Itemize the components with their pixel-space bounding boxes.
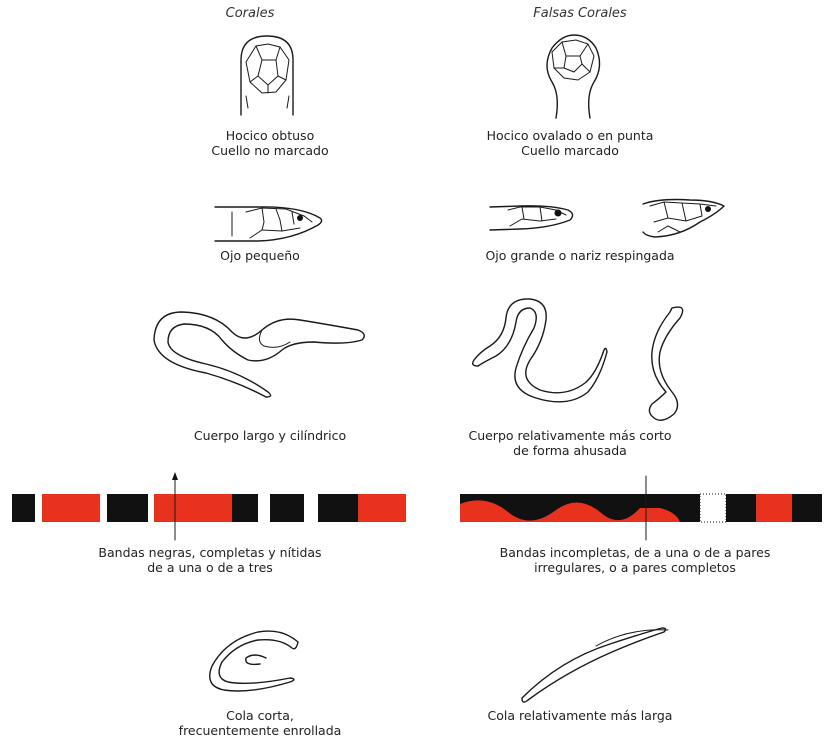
label-body-false-coral: Cuerpo relativamente más corto de forma … <box>440 428 700 458</box>
label-snout-coral: Hocico obtuso Cuello no marcado <box>170 128 370 158</box>
head-false-coral-icon <box>547 35 600 118</box>
tail-false-coral-icon <box>522 628 668 702</box>
bands-coral-pattern <box>12 472 406 540</box>
body-false-coral-1-icon <box>473 299 607 402</box>
side-head-false-coral-2-icon <box>643 200 724 238</box>
label-tail-false-coral: Cola relativamente más larga <box>460 708 700 723</box>
label-snout-false-coral: Hocico ovalado o en punta Cuello marcado <box>460 128 680 158</box>
label-bands-false-coral: Bandas incompletas, de a una o de a pare… <box>470 545 800 575</box>
side-head-coral-icon <box>215 207 322 241</box>
head-coral-icon <box>241 36 293 115</box>
side-head-false-coral-1-icon <box>490 206 573 230</box>
tail-coral-icon <box>210 631 298 691</box>
label-eye-coral: Ojo pequeño <box>180 248 340 263</box>
body-coral-icon <box>154 312 364 397</box>
label-body-coral: Cuerpo largo y cilíndrico <box>160 428 380 443</box>
label-eye-false-coral: Ojo grande o nariz respingada <box>450 248 710 263</box>
body-false-coral-2-icon <box>649 307 682 420</box>
label-bands-coral: Bandas negras, completas y nítidas de a … <box>60 545 360 575</box>
bands-false-coral-pattern <box>460 476 822 540</box>
label-tail-coral: Cola corta, frecuentemente enrollada <box>160 708 360 738</box>
